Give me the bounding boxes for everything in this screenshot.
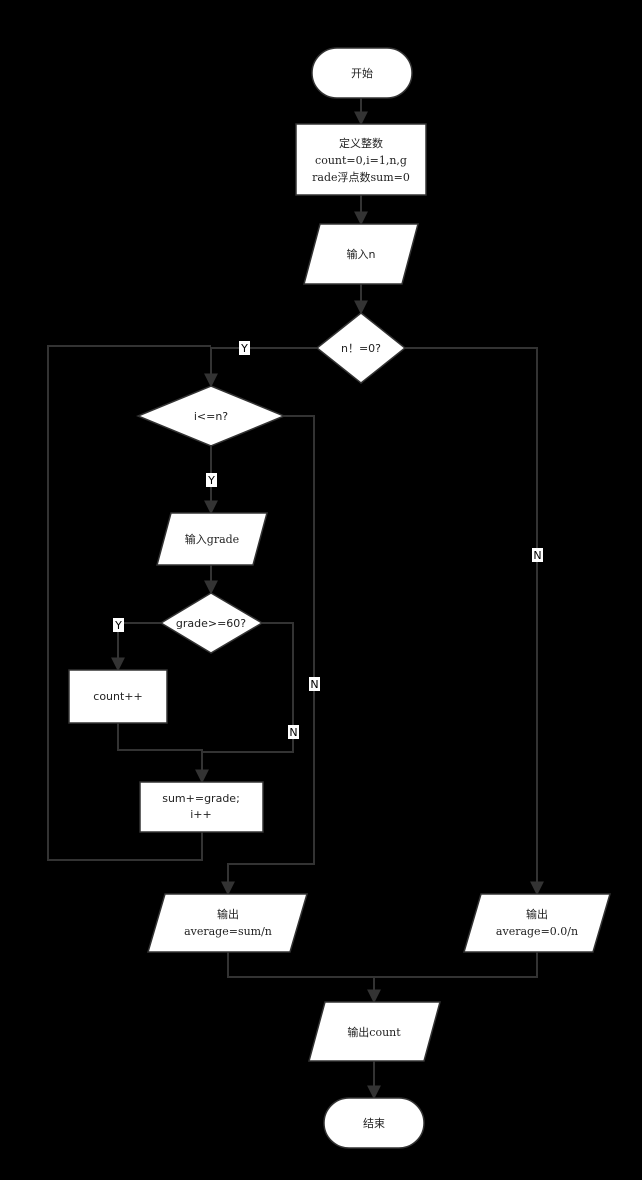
svg-text:N: N xyxy=(310,678,318,691)
svg-text:N: N xyxy=(533,549,541,562)
conn-i-check-no xyxy=(221,415,315,896)
conn-grade-check-yes xyxy=(111,622,161,672)
input-grade-label: 输入grade xyxy=(185,532,239,546)
label-i-check-no: N xyxy=(309,677,320,691)
connectors xyxy=(47,98,544,1100)
end-label: 结束 xyxy=(363,1117,385,1130)
define-line-2: count=0,i=1,n,g xyxy=(315,154,407,167)
grade-check-node: grade>=60? xyxy=(159,592,264,654)
start-node: 开始 xyxy=(311,47,413,99)
conn-avg-merge xyxy=(227,952,538,978)
label-n-check-yes: Y xyxy=(239,341,250,355)
count-inc-node: count++ xyxy=(68,669,168,724)
svg-text:Y: Y xyxy=(114,619,122,632)
i-check-node: i<=n? xyxy=(136,385,286,447)
conn-n-check-yes xyxy=(204,347,317,388)
i-check-label: i<=n? xyxy=(194,410,228,423)
svg-text:Y: Y xyxy=(240,342,248,355)
n-check-node: n！=0? xyxy=(315,312,407,384)
grade-check-label: grade>=60? xyxy=(176,617,246,630)
define-line-1: 定义整数 xyxy=(339,136,383,150)
define-line-3: rade浮点数sum=0 xyxy=(312,171,410,184)
count-inc-label: count++ xyxy=(93,690,142,703)
define-node: 定义整数 count=0,i=1,n,g rade浮点数sum=0 xyxy=(295,123,427,196)
sum-inc-node: sum+=grade; i++ xyxy=(139,781,264,833)
sum-inc-line-1: sum+=grade; xyxy=(162,792,240,805)
output-avg-node: 输出 average=sum/n xyxy=(146,893,309,953)
label-grade-check-no: N xyxy=(288,725,299,739)
input-grade-node: 输入grade xyxy=(156,512,268,566)
input-n-node: 输入n xyxy=(303,223,419,285)
input-n-label: 输入n xyxy=(347,247,376,261)
label-n-check-no: N xyxy=(532,548,543,562)
label-grade-check-yes: Y xyxy=(113,618,124,632)
conn-sum-loop-back xyxy=(47,345,211,861)
n-check-label: n！=0? xyxy=(341,342,381,355)
output-avg-line-1: 输出 xyxy=(217,907,239,921)
output-count-label: 输出count xyxy=(347,1025,401,1039)
output-zero-line-2: average=0.0/n xyxy=(496,925,578,938)
svg-text:N: N xyxy=(289,726,297,739)
conn-n-check-no xyxy=(405,347,544,896)
branch-labels: Y N Y N Y N xyxy=(113,341,543,739)
conn-grade-check-no xyxy=(202,622,294,753)
end-node: 结束 xyxy=(323,1097,425,1149)
svg-text:Y: Y xyxy=(207,474,215,487)
output-zero-node: 输出 average=0.0/n xyxy=(462,893,612,953)
output-avg-line-2: average=sum/n xyxy=(184,925,272,938)
output-count-node: 输出count xyxy=(308,1001,441,1062)
output-zero-line-1: 输出 xyxy=(526,907,548,921)
sum-inc-line-2: i++ xyxy=(190,808,212,821)
label-i-check-yes: Y xyxy=(206,473,217,487)
conn-count-sum xyxy=(117,723,209,784)
start-label: 开始 xyxy=(351,66,373,80)
